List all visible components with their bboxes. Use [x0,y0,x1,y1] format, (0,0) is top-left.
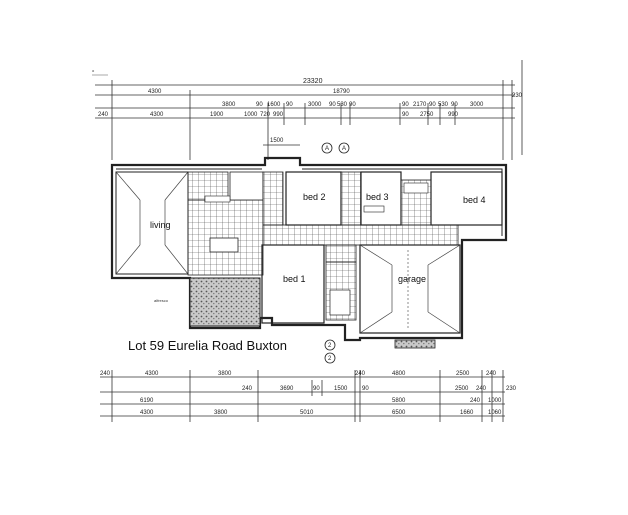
dim-bot-1e: 4800 [392,371,406,377]
dim-top-2l: 530 [438,102,449,108]
house-outline [110,156,508,342]
dim-bot-2e: 90 [362,386,369,392]
section-marker-2b: 2 [328,356,332,362]
room-label-bed4: bed 4 [463,195,486,205]
dim-top-3d: 1000 [244,112,258,118]
dim-bot-3c: 240 [470,398,481,404]
dim-bot-4e: 1660 [460,410,474,416]
dim-top-2a: 3800 [222,102,236,108]
room-label-garage: garage [398,274,426,284]
dim-bot-4b: 3800 [214,410,228,416]
bed-1: bed 1 [261,244,325,324]
dim-bot-1b: 4300 [145,371,159,377]
dim-overall: 23320 [303,78,323,85]
room-label-bed2: bed 2 [303,192,326,202]
dim-top-2b: 90 [256,102,263,108]
bed-3: bed 3 [360,171,402,226]
dim-top-3c: 1900 [210,112,224,118]
dim-bot-2b: 3690 [280,386,294,392]
dim-top-3g: 90 [402,112,409,118]
dim-bot-2h: 230 [506,386,517,392]
dim-bot-1f: 2500 [456,371,470,377]
dim-bot-1d: 240 [355,371,366,377]
dim-top-2f: 90 [329,102,336,108]
dim-top-2n: 3000 [470,102,484,108]
dim-top-3b: 4300 [150,112,164,118]
dim-bot-1a: 240 [100,371,111,377]
dim-top-2m: 90 [451,102,458,108]
section-marker-a1: A [325,146,329,152]
dim-bot-2d: 1500 [334,386,348,392]
dim-top-2c: 1600 [267,102,281,108]
alfresco-note: alfresco [154,298,169,303]
bathroom [340,171,362,226]
ensuite [325,244,357,321]
note-mark: o [92,68,95,73]
garage: garage [359,244,461,349]
dim-top-2h: 90 [349,102,356,108]
dim-bot-2c: 90 [313,386,320,392]
dim-top-3a: 240 [98,112,109,118]
dim-top-1a: 4300 [148,89,162,95]
section-marker-a2: A [342,146,346,152]
living-room: living [115,171,189,275]
room-label-living: living [150,220,171,230]
alfresco: alfresco [154,277,261,327]
dim-bot-4f: 1060 [488,410,502,416]
dim-bot-4d: 6500 [392,410,406,416]
dim-bot-3b: 5800 [392,398,406,404]
dim-bot-4a: 4300 [140,410,154,416]
plan-caption: Lot 59 Eurelia Road Buxton [128,338,287,353]
dim-top-2e: 3000 [308,102,322,108]
dim-bot-3a: 6190 [140,398,154,404]
dim-top-2k: 90 [429,102,436,108]
dim-top-2d: 90 [286,102,293,108]
dim-bot-2g: 240 [476,386,487,392]
room-label-bed3: bed 3 [366,192,389,202]
dim-bot-2f: 2500 [455,386,469,392]
dim-top-3f: 990 [273,112,284,118]
dim-top-2g: 530 [337,102,348,108]
dim-top-1b: 18790 [333,89,350,95]
section-marker-2a: 2 [328,343,332,349]
bed-4: bed 4 [430,171,503,226]
dim-top-1c: 230 [512,93,523,99]
room-label-bed1: bed 1 [283,274,306,284]
dim-bot-2a: 240 [242,386,253,392]
dim-top-3h: 2750 [420,112,434,118]
laundry [400,179,432,226]
top-dimensions: 23320 4300 18790 230 3800 90 1600 90 300… [92,60,523,160]
dim-bot-3d: 1000 [488,398,502,404]
section-markers: A A 2 2 [321,142,350,364]
dim-top-3e: 720 [260,112,271,118]
dim-bot-1c: 3800 [218,371,232,377]
dim-side: 1500 [270,138,284,144]
dim-bot-1g: 240 [486,371,497,377]
bottom-dimensions: 240 4300 3800 240 4800 2500 240 240 3690… [100,370,517,422]
dim-bot-4c: 5010 [300,410,314,416]
dim-top-2i: 90 [402,102,409,108]
bed-2: bed 2 [285,171,342,226]
dim-top-2j: 2170 [413,102,427,108]
dim-top-3i: 990 [448,112,459,118]
kitchen-tiled-area [187,171,264,276]
